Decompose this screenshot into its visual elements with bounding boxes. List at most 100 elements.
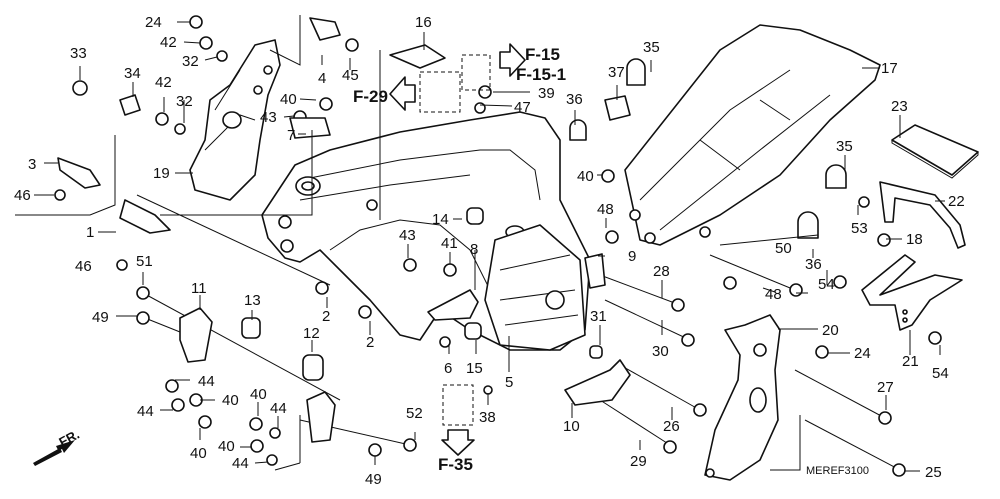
callout-54: 54 [932,365,949,382]
callout-53: 53 [851,220,868,237]
callout-40: 40 [280,91,297,108]
callout-49: 49 [365,471,382,488]
group-line-33 [160,130,313,216]
group-line-4 [269,15,301,66]
reference-labels[interactable]: F-15 F-15-1 F-29 F-35 [353,45,566,474]
callout-36: 36 [566,91,583,108]
callout-8: 8 [470,241,478,258]
callout-24: 24 [854,345,871,362]
callout-14: 14 [432,211,449,228]
callout-20: 20 [822,322,839,339]
callout-18: 18 [906,231,923,248]
callout-17: 17 [881,60,898,77]
catalog-code: MEREF3100 [806,465,869,477]
callout-40: 40 [218,438,235,455]
callout-40: 40 [250,386,267,403]
ref-box-f35 [442,384,474,426]
callout-50: 50 [775,240,792,257]
callout-43: 43 [399,227,416,244]
leader-lines [34,21,945,472]
collar-15 [464,322,482,340]
callout-40: 40 [577,168,594,185]
callout-13: 13 [244,292,261,309]
callout-22: 22 [948,193,965,210]
callout-35: 35 [836,138,853,155]
callout-33: 33 [70,45,87,62]
callout-44: 44 [270,400,287,417]
arrow-down-f35 [441,429,475,456]
callout-43: 43 [260,109,277,126]
left-bracket-19 [189,39,281,201]
callout-52: 52 [406,405,423,422]
group-line-25 [770,415,801,471]
clip-1 [119,199,171,234]
callout-30: 30 [652,343,669,360]
callout-46: 46 [75,258,92,275]
collar-13 [241,317,261,339]
callout-42: 42 [160,34,177,51]
callout-32: 32 [176,93,193,110]
callout-10: 10 [563,418,580,435]
bolts [136,254,906,477]
plate-8 [427,289,479,321]
callout-48: 48 [765,286,782,303]
callout-16: 16 [415,14,432,31]
callout-40: 40 [222,392,239,409]
callout-2: 2 [322,308,330,325]
callout-44: 44 [137,403,154,420]
callout-3: 3 [28,156,36,173]
ref-f15[interactable]: F-15 [525,45,560,64]
callout-2: 2 [366,334,374,351]
clip-16 [389,44,446,69]
callout-54: 54 [818,276,835,293]
clip-3 [57,157,101,189]
group-line-1 [136,194,331,286]
callout-5: 5 [505,374,513,391]
callout-31: 31 [590,308,607,325]
callout-26: 26 [663,418,680,435]
plate-23 [891,124,979,179]
clip-4 [309,17,341,41]
nuts-washers [54,15,942,466]
callout-7: 7 [287,127,295,144]
ref-f29[interactable]: F-29 [353,87,388,106]
callout-6: 6 [444,360,452,377]
group-line-44 [274,415,301,471]
collar-31 [589,345,603,359]
callout-49: 49 [92,309,109,326]
rear-subframe-17 [624,24,881,246]
ref-box-clamp [419,71,461,113]
collar-12 [302,354,324,381]
callout-27: 27 [877,379,894,396]
bracket-22 [879,181,966,249]
callout-36: 36 [805,256,822,273]
callout-44: 44 [232,455,249,472]
callout-15: 15 [466,360,483,377]
plate-9 [584,253,606,289]
right-lower-bracket-20 [704,314,781,481]
callout-25: 25 [925,464,942,481]
bracket-21 [861,254,963,331]
callout-11: 11 [191,280,207,297]
callout-9: 9 [628,248,636,265]
callout-1: 1 [86,224,94,241]
callout-47: 47 [514,99,531,116]
callout-21: 21 [902,353,919,370]
callout-48: 48 [597,201,614,218]
plate-7 [289,117,331,139]
callout-12: 12 [303,325,320,342]
ref-f35[interactable]: F-35 [438,455,473,474]
bracket-10 [564,359,631,406]
collar-14 [466,207,484,225]
callout-41: 41 [441,235,458,252]
callout-34: 34 [124,65,141,82]
callout-51: 51 [136,253,153,270]
ref-f15-1[interactable]: F-15-1 [516,65,566,84]
callout-28: 28 [653,263,670,280]
callout-19: 19 [153,165,170,182]
callout-labels: 33 24 42 32 34 42 32 3 46 19 1 46 4 45 4… [14,14,965,488]
callout-39: 39 [538,85,555,102]
callout-4: 4 [318,70,326,87]
bracket-11 [179,307,213,363]
